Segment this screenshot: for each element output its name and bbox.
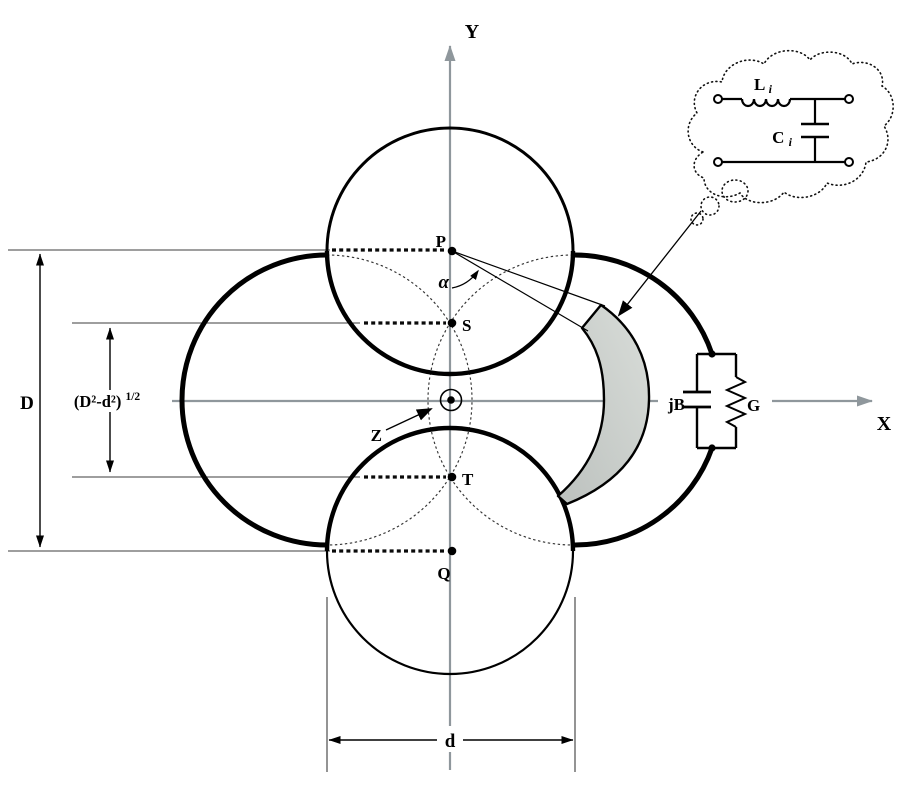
inductor-symbol: L	[754, 75, 765, 94]
point-s-label: S	[462, 316, 471, 335]
inductor-subscript: i	[769, 82, 773, 96]
circuit-top-node	[708, 350, 716, 358]
bubble-pointer-arrow	[617, 210, 702, 317]
point-q-dot	[447, 546, 457, 556]
trail-bubble-small	[690, 212, 704, 226]
cloud-outline	[687, 49, 894, 204]
z-pointer-arrow	[385, 408, 433, 431]
capacitor-label: C i	[772, 128, 793, 149]
bubble-capacitor-plates	[801, 122, 829, 139]
formula-exponent: 1/2	[125, 391, 140, 403]
circuit-wires	[695, 352, 738, 450]
capacitor-symbol: C	[772, 128, 784, 147]
point-s-dot	[447, 318, 457, 328]
bubble-circuit	[713, 94, 854, 167]
inductor-coil	[740, 98, 792, 108]
capacitor-plates	[683, 390, 711, 409]
reference-lines	[8, 249, 576, 772]
terminal-top-right	[844, 94, 854, 104]
point-z-label: Z	[371, 426, 382, 445]
right-circle-inner-arc	[427, 254, 574, 546]
x-axis-label: X	[877, 413, 892, 435]
p-ray-lower	[451, 250, 589, 332]
thought-bubble	[687, 49, 894, 226]
conductance-label: G	[747, 396, 760, 415]
dim-d-label: d	[445, 731, 456, 752]
p-rays	[451, 250, 606, 332]
trail-bubble-medium	[700, 196, 720, 216]
d-label-bg	[437, 726, 463, 752]
point-q-label: Q	[437, 564, 450, 583]
dotted-leaders	[332, 248, 446, 553]
point-p-dot	[447, 246, 457, 256]
terminal-bottom-right	[844, 157, 854, 167]
point-t-label: T	[462, 470, 474, 489]
formula-label: (D²-d²) 1/2	[74, 391, 141, 411]
top-small-circle-lower-arc	[324, 250, 576, 377]
origin-symbol	[439, 388, 463, 412]
capacitor-subscript: i	[789, 135, 793, 149]
alpha-angle-arrow	[451, 269, 479, 289]
point-dots	[447, 246, 457, 556]
right-circle-outer-arc-bottom	[573, 447, 715, 548]
resistor-zigzag	[724, 376, 748, 428]
terminal-top-left	[713, 94, 723, 104]
left-circle-inner-arc	[326, 254, 473, 546]
text-labels: Y X P α S Z T Q D (D²-d²) 1/2 d jB G L i…	[20, 21, 892, 752]
left-circle-outer-arc	[179, 252, 328, 548]
circuit-bottom-node	[708, 444, 716, 452]
terminal-bottom-left	[713, 157, 723, 167]
shaded-crescent	[556, 303, 651, 506]
angle-alpha-label: α	[438, 272, 449, 293]
formula-base: (D²-d²)	[74, 392, 121, 411]
coordinate-axes	[150, 45, 873, 770]
origin-dot	[447, 396, 455, 404]
susceptance-label: jB	[667, 395, 685, 414]
trail-bubble-large	[721, 179, 749, 203]
right-circle-outer-arc-top	[573, 252, 715, 355]
y-axis-label: Y	[465, 21, 480, 43]
point-t-dot	[447, 472, 457, 482]
admittance-circuit	[683, 350, 748, 452]
dim-D-label: D	[20, 393, 34, 414]
point-p-label: P	[436, 232, 446, 251]
construction-arcs	[326, 254, 574, 546]
formula-label-bg	[42, 390, 172, 412]
p-ray-upper	[451, 250, 606, 307]
origin-circle	[439, 388, 463, 412]
inductor-label: L i	[754, 75, 773, 96]
outer-boundary-arcs	[179, 252, 715, 548]
